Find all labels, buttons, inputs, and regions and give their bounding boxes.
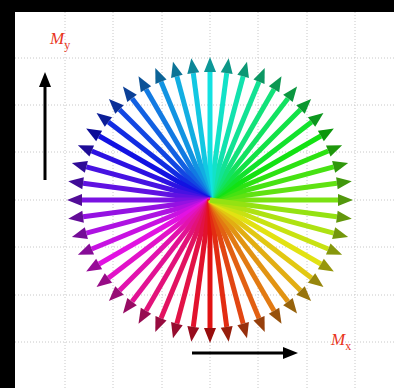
vector-head [155, 316, 166, 332]
vector-shaft [86, 167, 210, 200]
vector-head [78, 243, 94, 254]
vector-head [68, 211, 84, 223]
vector-head [308, 113, 324, 127]
vector-head [237, 322, 249, 338]
vector-head [253, 68, 264, 84]
axis-subscript: y [64, 38, 70, 52]
vector-head [155, 68, 166, 84]
vector-head [123, 87, 137, 103]
grid-lines [15, 12, 394, 388]
x-axis-label: Mx [331, 331, 351, 348]
vector-head [221, 326, 233, 342]
vector-head [283, 298, 297, 314]
vector-shaft [210, 76, 243, 200]
magnetization-vectors [67, 57, 353, 343]
vector-head [253, 316, 264, 332]
vector-head [187, 58, 199, 74]
axis-symbol: M [331, 330, 345, 349]
vector-head [269, 76, 282, 92]
vector-head [97, 113, 113, 127]
vector-head [237, 62, 249, 78]
vector-head [318, 129, 334, 142]
vector-head [332, 227, 348, 239]
axis-symbol: M [50, 29, 64, 48]
vector-head [139, 308, 152, 324]
vector-head [68, 177, 84, 189]
vector-head [97, 273, 113, 287]
vector-head [221, 58, 233, 74]
vector-head [336, 211, 352, 223]
vector-head [204, 57, 216, 72]
vector-head [171, 322, 183, 338]
vector-head [187, 326, 199, 342]
vector-head [204, 328, 216, 343]
axis-subscript: x [345, 339, 351, 353]
vector-head [318, 259, 334, 272]
vector-shaft [210, 200, 337, 217]
vector-head [171, 62, 183, 78]
vector-head [296, 286, 311, 301]
vector-head [67, 194, 82, 206]
vector-shaft [83, 183, 210, 200]
vector-head [326, 243, 342, 254]
vector-shaft [210, 73, 227, 200]
y-axis-label: My [50, 30, 70, 47]
vector-head [283, 87, 297, 103]
vector-head [109, 99, 124, 114]
vector-head [72, 161, 88, 173]
vector-head [326, 145, 342, 156]
vector-head [332, 161, 348, 173]
vector-shaft [210, 200, 334, 233]
vector-shaft [177, 200, 210, 324]
vector-head [86, 259, 102, 272]
vector-head [336, 177, 352, 189]
vector-head [269, 308, 282, 324]
vector-shaft [193, 200, 210, 327]
vector-head [139, 76, 152, 92]
vector-head [78, 145, 94, 156]
vector-head [338, 194, 353, 206]
vector-head [86, 129, 102, 142]
vector-head [296, 99, 311, 114]
vector-head [72, 227, 88, 239]
vector-head [308, 273, 324, 287]
vector-head [109, 286, 124, 301]
vector-head [123, 298, 137, 314]
